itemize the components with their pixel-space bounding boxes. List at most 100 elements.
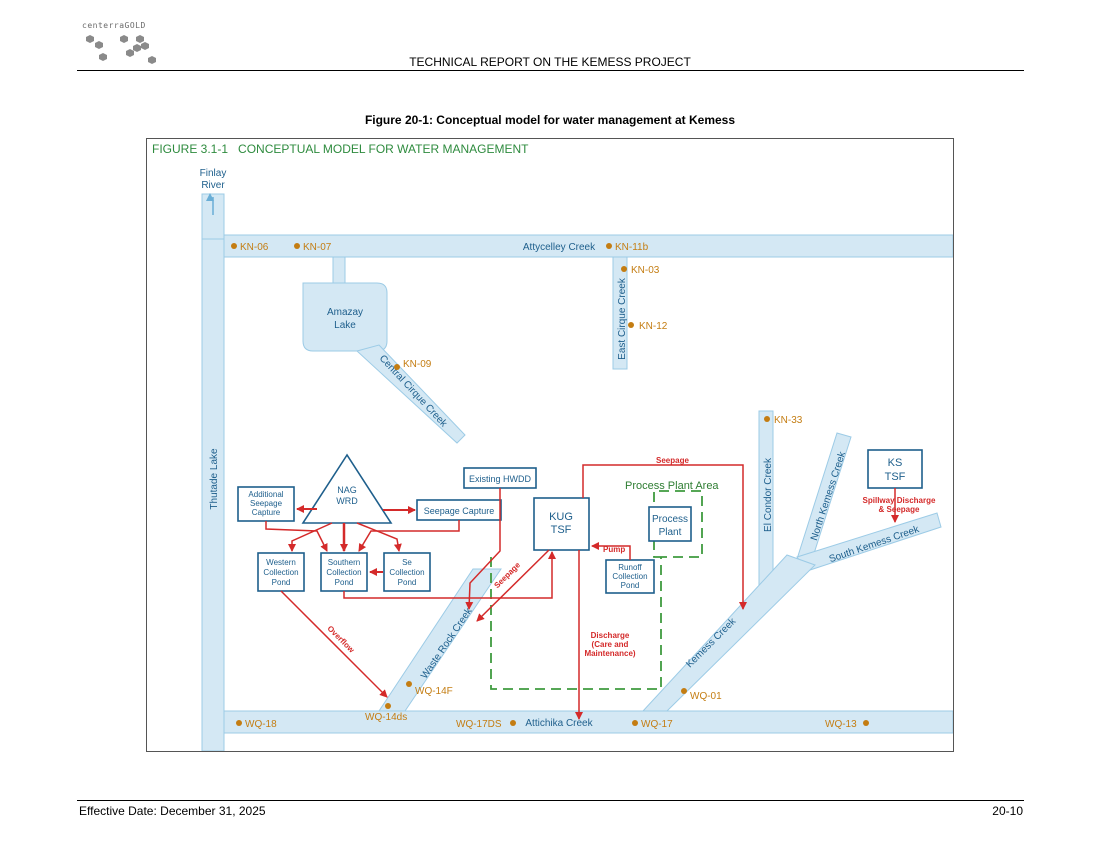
flow-hwdd-to-waste-rock — [465, 488, 501, 610]
station-dot-kn12 — [628, 322, 634, 328]
station-wq01: WQ-01 — [690, 691, 722, 702]
figure-caption: Figure 20-1: Conceptual model for water … — [364, 113, 736, 127]
flow-western-overflow — [280, 590, 388, 698]
effective-date: Effective Date: December 31, 2025 — [79, 804, 266, 818]
report-title: TECHNICAL REPORT ON THE KEMESS PROJECT — [409, 55, 691, 69]
se-label-2: Collection — [389, 568, 424, 577]
water-network — [201, 193, 953, 751]
station-wq17: WQ-17 — [641, 719, 673, 730]
additional-label-2: Seepage — [250, 499, 283, 508]
company-logo-icon — [86, 35, 156, 64]
process-plant-area-label: Process Plant Area — [625, 480, 719, 492]
flow-kug-seepage-to-waste-rock — [476, 549, 550, 622]
station-kn11b: KN-11b — [615, 242, 649, 253]
flow-seepage-capture-to-southern — [358, 520, 460, 552]
kug-label-2: TSF — [551, 524, 572, 536]
company-logo-text: centerraGOLD — [82, 21, 146, 30]
thutade-lake-label: Thutade Lake — [209, 448, 220, 510]
station-dot-kn07 — [294, 243, 300, 249]
flow-nag-to-western — [288, 522, 333, 552]
nag-wrd-triangle — [301, 453, 393, 524]
ks-label-2: TSF — [885, 471, 906, 483]
process-label-2: Plant — [659, 527, 682, 538]
process-label-1: Process — [652, 514, 688, 525]
el-condor-creek-label: El Condor Creek — [763, 457, 774, 532]
runoff-label-3: Pond — [621, 581, 640, 590]
station-dot-wq14ds — [385, 703, 391, 709]
finlay-label-1: Finlay — [200, 168, 227, 179]
station-dot-kn11b — [606, 243, 612, 249]
attycelley-creek-shape — [223, 234, 953, 258]
station-wq18: WQ-18 — [245, 719, 277, 730]
western-label-3: Pond — [272, 578, 291, 587]
se-pond-box — [383, 552, 431, 592]
attycelley-creek-label: Attycelley Creek — [523, 242, 596, 253]
station-wq17ds: WQ-17DS — [456, 719, 502, 730]
station-wq13: WQ-13 — [825, 719, 857, 730]
additional-label-1: Additional — [248, 490, 283, 499]
station-kn09: KN-09 — [403, 359, 432, 370]
flow-southern-to-kug — [343, 551, 556, 599]
amazay-label-2: Lake — [334, 320, 356, 331]
flow-label-discharge-2: (Care and — [592, 640, 629, 649]
finlay-label-2: River — [201, 180, 225, 191]
attichika-creek-label: Attichika Creek — [525, 718, 593, 729]
kemess-creek-shape — [641, 554, 816, 712]
se-label-1: Se — [402, 558, 412, 567]
page-number: 20-10 — [992, 804, 1023, 818]
flow-label-seepage-top: Seepage — [656, 456, 689, 465]
existing-hwdd-label: Existing HWDD — [469, 474, 532, 484]
east-cirque-creek-shape — [612, 256, 628, 370]
additional-label-3: Capture — [252, 508, 281, 517]
process-plant-box — [648, 506, 692, 542]
station-dot-kn03 — [621, 266, 627, 272]
station-kn33: KN-33 — [774, 415, 803, 426]
ks-label-1: KS — [888, 457, 903, 469]
east-cirque-creek-label: East Cirque Creek — [617, 277, 628, 360]
figure-frame: FIGURE 3.1-1 CONCEPTUAL MODEL FOR WATER … — [146, 138, 954, 752]
western-label-1: Western — [266, 558, 296, 567]
flow-label-discharge-3: Maintenance) — [584, 649, 635, 658]
kug-label-1: KUG — [549, 511, 573, 523]
se-label-3: Pond — [398, 578, 417, 587]
flow-label-pump: Pump — [603, 545, 625, 554]
footer-rule — [77, 800, 1024, 801]
station-kn03: KN-03 — [631, 265, 660, 276]
flow-label-discharge-1: Discharge — [591, 631, 630, 640]
flow-kug-seepage-to-kemess — [582, 464, 747, 610]
header-rule — [77, 70, 1024, 71]
station-dot-wq17ds — [510, 720, 516, 726]
station-dot-wq01 — [681, 688, 687, 694]
station-kn12: KN-12 — [639, 321, 668, 332]
station-dot-wq14f — [406, 681, 412, 687]
kug-tsf-box — [533, 497, 590, 551]
runoff-label-1: Runoff — [618, 563, 642, 572]
station-kn07: KN-07 — [303, 242, 332, 253]
ks-tsf-box — [867, 449, 923, 489]
central-cirque-creek-shape — [355, 344, 466, 444]
amazay-label-1: Amazay — [327, 307, 363, 318]
attichika-creek-shape — [223, 710, 953, 734]
station-kn06: KN-06 — [240, 242, 269, 253]
western-label-2: Collection — [263, 568, 298, 577]
southern-label-1: Southern — [328, 558, 360, 567]
amazay-inlet-shape — [332, 256, 346, 284]
station-dot-wq13 — [863, 720, 869, 726]
amazay-lake-shape — [302, 282, 388, 352]
western-pond-box — [257, 552, 305, 592]
station-wq14f: WQ-14F — [415, 686, 453, 697]
station-wq14ds: WQ-14ds — [365, 712, 407, 723]
flow-label-spillway-1: Spillway Discharge — [863, 496, 936, 505]
runoff-label-2: Collection — [612, 572, 647, 581]
station-dot-kn33 — [764, 416, 770, 422]
water-management-diagram: FIGURE 3.1-1 CONCEPTUAL MODEL FOR WATER … — [152, 142, 953, 751]
nag-label-1: NAG — [337, 485, 357, 495]
station-dot-kn09 — [394, 364, 400, 370]
figure-title: FIGURE 3.1-1 CONCEPTUAL MODEL FOR WATER … — [152, 142, 529, 156]
southern-label-3: Pond — [335, 578, 354, 587]
flow-additional-to-southern — [265, 521, 328, 552]
southern-label-2: Collection — [326, 568, 361, 577]
flow-runoff-pump-to-kug — [591, 542, 631, 560]
station-dot-wq18 — [236, 720, 242, 726]
station-dot-wq17 — [632, 720, 638, 726]
